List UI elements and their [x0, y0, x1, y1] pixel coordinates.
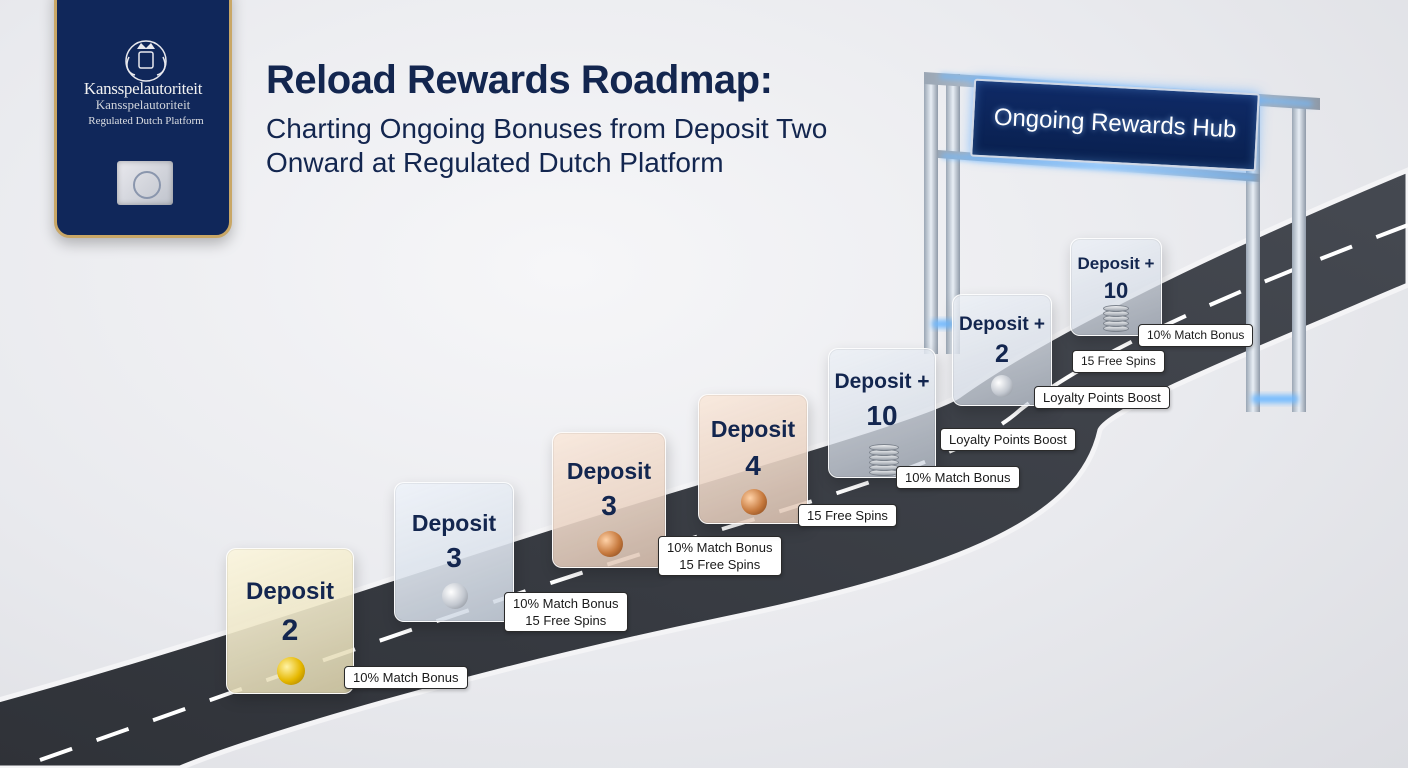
reward-tag: 10% Match Bonus 15 Free Spins: [504, 592, 628, 632]
regulator-badge: Kansspelautoriteit Kansspelautoriteit Re…: [54, 0, 232, 238]
milestone-panel: Deposit 2: [226, 548, 354, 694]
milestone-panel: Deposit + 10: [1070, 238, 1162, 336]
milestone-number: 10: [1103, 278, 1129, 303]
milestone-number: 3: [601, 490, 617, 521]
silver-coin-icon: [442, 583, 468, 609]
reward-tag-text: 10% Match Bonus: [353, 670, 459, 685]
milestone-label: Deposit: [411, 510, 497, 536]
milestone-panel: Deposit 3: [394, 482, 514, 622]
bronze-coin-icon: [741, 489, 767, 515]
silver-coin-icon: [991, 375, 1013, 397]
reward-tag-text: 15 Free Spins: [807, 508, 888, 523]
milestone-panel: Deposit 4: [698, 394, 808, 524]
page-title: Reload Rewards Roadmap:: [266, 58, 773, 102]
coin-stack-icon: [1103, 303, 1129, 333]
milestone-panel: Deposit + 10: [828, 348, 936, 478]
reward-tag-text: 10% Match Bonus: [1147, 328, 1245, 342]
reward-tag: Loyalty Points Boost: [1034, 386, 1170, 409]
reward-tag: 10% Match Bonus: [344, 666, 468, 689]
royal-crest-icon: [125, 40, 167, 82]
reward-tag-text: 15 Free Spins: [679, 557, 761, 572]
milestone-label: Deposit: [245, 578, 334, 605]
milestone-label: Deposit: [566, 458, 652, 484]
milestone-number: 3: [446, 542, 462, 573]
reward-tag: 10% Match Bonus: [896, 466, 1020, 489]
coin-stack-icon: [869, 441, 899, 477]
milestone-label: Deposit +: [958, 314, 1046, 335]
reward-tag-text: 10% Match Bonus: [905, 470, 1011, 485]
milestone-number: 10: [866, 400, 898, 431]
milestone-label: Deposit: [710, 416, 796, 442]
hub-sign: Ongoing Rewards Hub: [970, 78, 1260, 172]
reward-tag-text: Loyalty Points Boost: [949, 432, 1067, 447]
reward-tag: 10% Match Bonus: [1138, 324, 1254, 347]
milestone-number: 2: [995, 340, 1009, 368]
reward-tag-text: 10% Match Bonus: [667, 540, 773, 555]
milestone-panel: Deposit 3: [552, 432, 666, 568]
reward-tag-text: 15 Free Spins: [1081, 354, 1156, 368]
reward-tag: Loyalty Points Boost: [940, 428, 1076, 451]
regulator-subname: Kansspelautoriteit: [95, 97, 191, 112]
milestone-panel: Deposit + 2: [952, 294, 1052, 406]
reward-tag: 10% Match Bonus 15 Free Spins: [658, 536, 782, 576]
milestone-number: 2: [281, 614, 299, 647]
reward-tag-text: Loyalty Points Boost: [1043, 390, 1161, 405]
hub-sign-text: Ongoing Rewards Hub: [993, 103, 1238, 144]
gold-coin-icon: [277, 657, 305, 685]
reward-tag-text: 15 Free Spins: [525, 613, 607, 628]
milestone-label: Deposit +: [1077, 254, 1155, 273]
reward-tag: 15 Free Spins: [1072, 350, 1165, 373]
reward-tag-text: 10% Match Bonus: [513, 596, 619, 611]
milestone-number: 4: [745, 450, 761, 481]
page-subtitle: Charting Ongoing Bonuses from Deposit Tw…: [266, 113, 828, 178]
bronze-coin-icon: [597, 531, 623, 557]
reward-tag: 15 Free Spins: [798, 504, 897, 527]
regulator-caption: Regulated Dutch Platform: [88, 115, 204, 127]
milestone-label: Deposit +: [834, 370, 930, 393]
regulator-name: Kansspelautoriteit: [83, 79, 203, 98]
hologram-seal-icon: [117, 161, 173, 205]
